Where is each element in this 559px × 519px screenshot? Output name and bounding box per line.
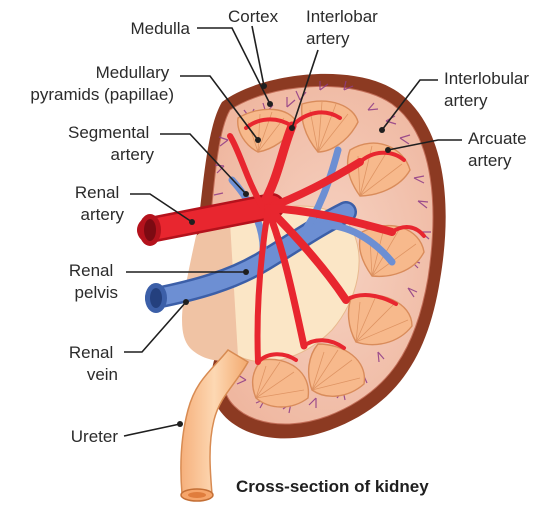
label-renal-pelvis: Renal pelvis xyxy=(69,261,118,302)
leader-medullary-pyramids xyxy=(180,75,259,141)
leader-interlobular-artery xyxy=(381,79,438,131)
leader-lines xyxy=(123,25,462,437)
label-cortex: Cortex xyxy=(228,7,279,26)
leader-interlobar-artery xyxy=(291,49,319,129)
leader-medulla xyxy=(197,27,271,105)
label-arcuate-artery: Arcuate artery xyxy=(468,129,531,170)
leader-arcuate-artery xyxy=(387,139,462,151)
label-medullary-pyramids: Medullary pyramids (papillae) xyxy=(30,63,174,104)
leader-cortex xyxy=(251,25,265,87)
label-interlobar-artery: Interlobar artery xyxy=(306,7,383,48)
label-ureter: Ureter xyxy=(71,427,119,446)
label-medulla: Medulla xyxy=(130,19,190,38)
leader-renal-artery xyxy=(130,193,193,223)
renal-artery-tree xyxy=(137,110,426,365)
label-segmental-artery: Segmental artery xyxy=(68,123,155,164)
leader-renal-vein xyxy=(124,301,187,353)
caption: Cross-section of kidney xyxy=(236,477,429,496)
leader-ureter xyxy=(123,423,181,437)
leader-segmental-artery xyxy=(160,133,247,195)
label-renal-artery: Renal artery xyxy=(75,183,125,224)
label-renal-vein: Renal vein xyxy=(69,343,118,384)
label-interlobular-artery: Interlobular artery xyxy=(444,69,534,110)
